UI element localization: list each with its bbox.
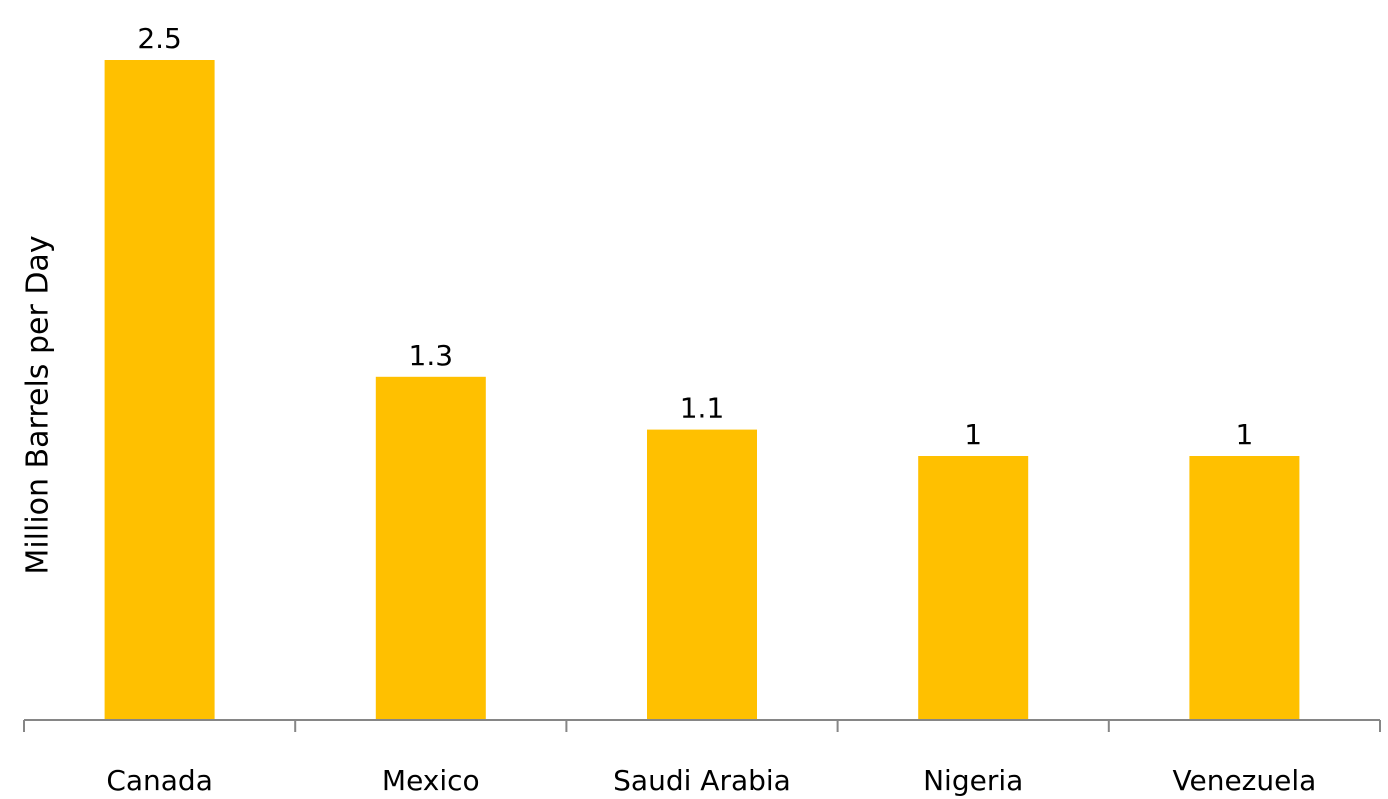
bar-mexico <box>375 376 486 720</box>
bar-venezuela <box>1189 456 1300 720</box>
x-tick-label: Canada <box>106 764 213 797</box>
data-label: 1.1 <box>680 392 725 425</box>
data-label: 1.3 <box>409 339 454 372</box>
x-tick-label: Saudi Arabia <box>613 764 791 797</box>
x-tick-label: Mexico <box>382 764 480 797</box>
data-label: 2.5 <box>137 22 182 55</box>
bar-saudi-arabia <box>647 429 757 720</box>
bar-nigeria <box>918 456 1029 720</box>
data-label: 1 <box>964 418 982 451</box>
bar-canada <box>104 60 215 720</box>
x-tick-label: Nigeria <box>923 764 1023 797</box>
x-tick-label: Venezuela <box>1173 764 1317 797</box>
data-label: 1 <box>1235 418 1253 451</box>
